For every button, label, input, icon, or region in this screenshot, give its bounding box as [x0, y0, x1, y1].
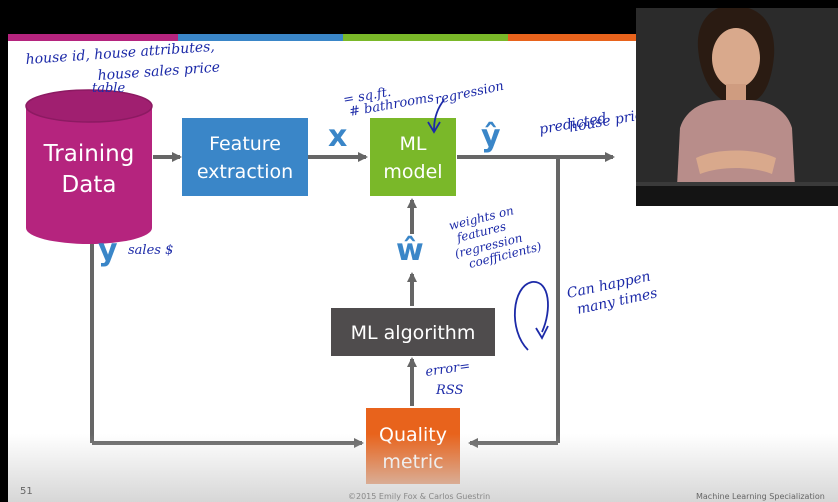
w-hat-symbol: ŵ: [396, 233, 424, 268]
feature-extraction-rect: [182, 118, 308, 196]
training-data-note-3: table: [92, 81, 125, 96]
cylinder-top: [25, 89, 153, 123]
slide-number: 51: [20, 486, 33, 497]
x-symbol: x: [328, 119, 347, 154]
copyright-text: ©2015 Emily Fox & Carlos Guestrin: [348, 492, 491, 501]
color-bar-purple: [8, 34, 178, 41]
color-bar-blue: [178, 34, 343, 41]
training-data-label-1: Training: [43, 141, 135, 167]
connectors: [90, 152, 615, 448]
training-data-label-2: Data: [62, 172, 117, 198]
ml-algorithm-rect: [331, 308, 495, 356]
y-symbol: y: [98, 233, 118, 268]
presenter-image: [636, 8, 838, 206]
error-note-1: error=: [424, 359, 471, 380]
cylinder-body: [26, 106, 152, 244]
model-note: regression: [434, 79, 505, 108]
ml-algorithm-label: ML algorithm: [351, 322, 476, 344]
ml-algorithm-box: ML algorithm: [331, 308, 495, 356]
feature-extraction-box: Feature extraction: [182, 118, 308, 196]
y-hat-symbol: ŷ: [481, 119, 501, 154]
course-title: Machine Learning Specialization: [696, 492, 825, 501]
feature-extraction-label-1: Feature: [209, 133, 281, 155]
color-bar-orange: [508, 34, 678, 41]
y-note: sales $: [128, 243, 173, 258]
ml-model-label-1: ML: [400, 133, 427, 155]
training-data-box: Training Data: [25, 89, 153, 244]
iteration-loop-arrowhead: [535, 325, 549, 340]
color-bar-green: [343, 34, 508, 41]
presenter-video-inset: [636, 8, 838, 206]
model-note-arrow: [433, 99, 445, 131]
feature-extraction-label-2: extraction: [197, 161, 293, 183]
error-note-2: RSS: [435, 383, 463, 398]
ml-model-box: ML model: [370, 118, 456, 196]
model-note-arrowhead: [427, 121, 441, 134]
ml-model-label-2: model: [383, 161, 442, 183]
footer-fade: [8, 434, 838, 502]
ml-model-rect: [370, 118, 456, 196]
iteration-loop-arrow: [514, 281, 549, 351]
